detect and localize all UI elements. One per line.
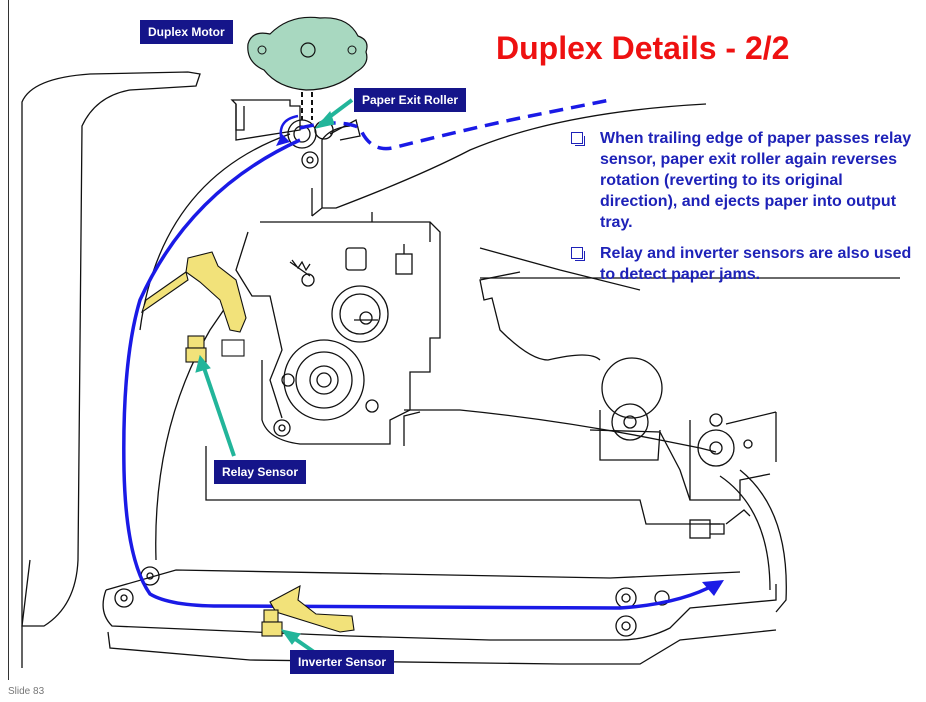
relay-sensor-label: Relay Sensor (214, 460, 306, 484)
checkbox-bullet-icon (571, 247, 583, 259)
relay-sensor-body (186, 336, 244, 362)
outer-housing (22, 72, 200, 626)
inverter-unit (103, 584, 776, 640)
bullet-item: When trailing edge of paper passes relay… (568, 128, 918, 233)
bullet-text: When trailing edge of paper passes relay… (600, 130, 911, 231)
outer-housing-base (22, 560, 30, 668)
paper-exit-roller-label: Paper Exit Roller (354, 88, 466, 112)
fuser-roller-upper (602, 358, 662, 418)
inverter-sensor-lever (262, 586, 354, 636)
inverter-sensor-label: Inverter Sensor (290, 650, 394, 674)
duplex-motor-label: Duplex Motor (140, 20, 233, 44)
slide-title: Duplex Details - 2/2 (496, 30, 789, 67)
bullet-list: When trailing edge of paper passes relay… (568, 128, 918, 295)
bullet-text: Relay and inverter sensors are also used… (600, 245, 911, 283)
paper-guide (140, 134, 290, 330)
slide-number: Slide 83 (8, 686, 44, 697)
bullet-item: Relay and inverter sensors are also used… (568, 243, 918, 285)
pointer-arrows (196, 100, 352, 652)
checkbox-bullet-icon (571, 132, 583, 144)
